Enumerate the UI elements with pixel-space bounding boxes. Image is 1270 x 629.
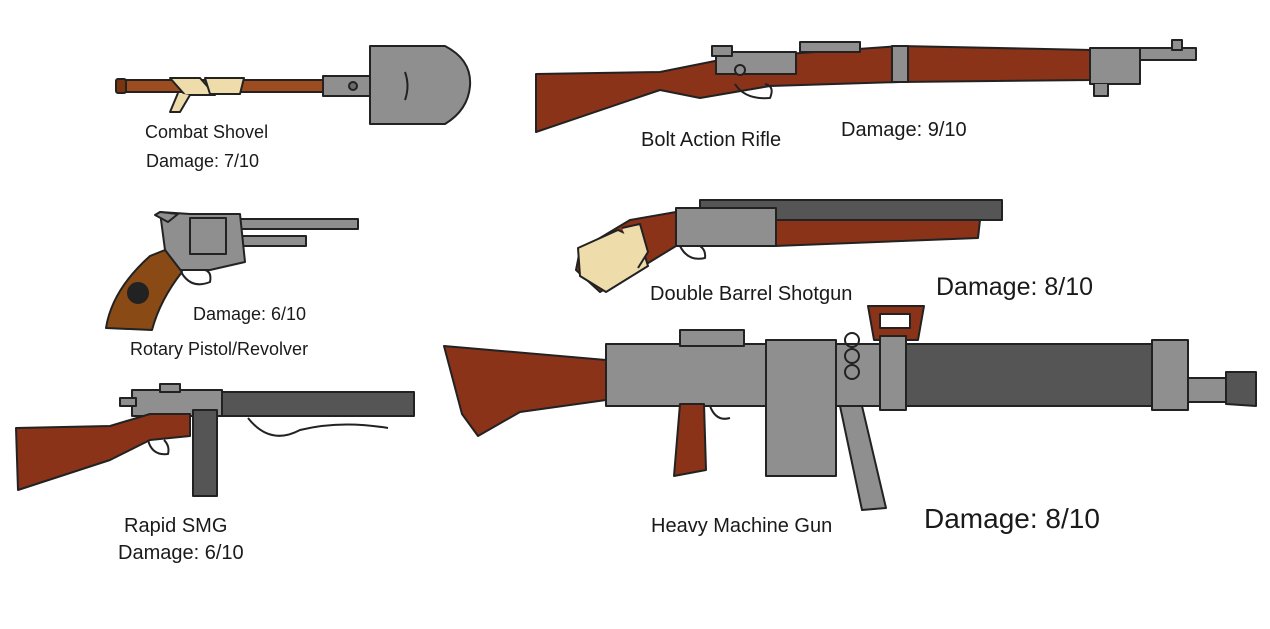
weapon-name-heavy-machine-gun: Heavy Machine Gun <box>651 515 833 537</box>
rifle-icon <box>535 39 1197 133</box>
machine-gun-icon <box>443 305 1257 511</box>
shotgun-icon <box>575 199 1003 293</box>
weapon-name-rotary-pistol: Rotary Pistol/Revolver <box>130 339 309 359</box>
smg-icon <box>15 383 415 497</box>
shovel-icon <box>115 45 472 125</box>
weapon-damage-rapid-smg: Damage: 6/10 <box>118 542 244 564</box>
revolver-icon <box>105 211 359 331</box>
weapon-name-combat-shovel: Combat Shovel <box>145 122 269 142</box>
weapon-damage-bolt-action-rifle: Damage: 9/10 <box>841 119 967 141</box>
weapon-damage-heavy-machine-gun: Damage: 8/10 <box>924 503 1100 534</box>
weapon-damage-combat-shovel: Damage: 7/10 <box>146 151 260 171</box>
weapon-name-double-barrel-shotgun: Double Barrel Shotgun <box>650 283 853 305</box>
weapon-damage-rotary-pistol: Damage: 6/10 <box>193 304 307 324</box>
weapon-name-bolt-action-rifle: Bolt Action Rifle <box>641 129 782 151</box>
weapon-name-rapid-smg: Rapid SMG <box>124 515 228 537</box>
weapon-damage-double-barrel-shotgun: Damage: 8/10 <box>936 273 1094 301</box>
